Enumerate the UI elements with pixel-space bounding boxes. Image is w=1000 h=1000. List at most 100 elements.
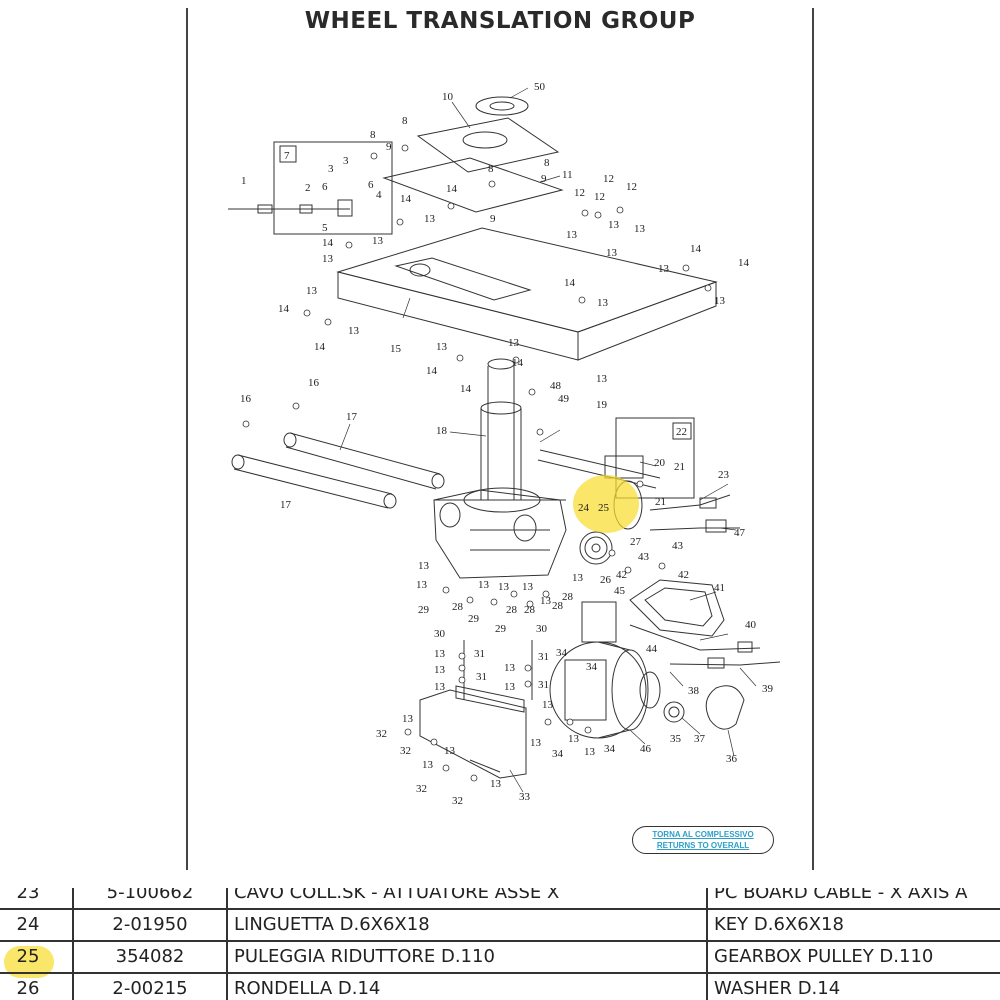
callout-30: 30 xyxy=(536,623,548,635)
callout-14: 14 xyxy=(278,303,290,315)
callout-13: 13 xyxy=(444,745,456,757)
callout-8: 8 xyxy=(488,163,494,175)
callout-31: 31 xyxy=(474,648,485,660)
callout-13: 13 xyxy=(306,285,318,297)
return-label-it: TORNA AL COMPLESSIVO xyxy=(652,830,754,839)
highlight-labels: 24 25 xyxy=(578,502,610,514)
column-divider xyxy=(226,888,228,1000)
column-divider xyxy=(72,888,74,1000)
callout-43: 43 xyxy=(638,551,650,563)
callout-13: 13 xyxy=(504,681,516,693)
callout-14: 14 xyxy=(400,193,412,205)
callout-27: 27 xyxy=(630,536,642,548)
part-number: 25 xyxy=(16,946,40,967)
callout-9: 9 xyxy=(541,173,547,185)
callout-13: 13 xyxy=(508,337,520,349)
callout-14: 14 xyxy=(690,243,702,255)
callout-14: 14 xyxy=(512,357,524,369)
callout-14: 14 xyxy=(314,341,326,353)
callout-14: 14 xyxy=(426,365,438,377)
callout-13: 13 xyxy=(434,681,446,693)
part-code: 5-100662 xyxy=(106,888,194,903)
callout-13: 13 xyxy=(372,235,384,247)
callout-45: 45 xyxy=(614,585,626,597)
callout-13: 13 xyxy=(566,229,578,241)
callout-13: 13 xyxy=(490,778,502,790)
callout-14: 14 xyxy=(738,257,750,269)
callout-37: 37 xyxy=(694,733,706,745)
callout-2: 2 xyxy=(305,182,311,194)
callout-50: 50 xyxy=(534,81,546,93)
callout-38: 38 xyxy=(688,685,700,697)
callout-13: 13 xyxy=(568,733,580,745)
callout-34: 34 xyxy=(556,647,568,659)
callout-5: 5 xyxy=(322,222,328,234)
callout-3: 3 xyxy=(343,155,349,167)
callout-28: 28 xyxy=(452,601,464,613)
callout-13: 13 xyxy=(436,341,448,353)
callout-13: 13 xyxy=(572,572,584,584)
part-desc-it: PULEGGIA RIDUTTORE D.110 xyxy=(234,946,495,967)
part-number: 23 xyxy=(16,888,40,903)
callout-39: 39 xyxy=(762,683,774,695)
callout-29: 29 xyxy=(418,604,430,616)
callout-28: 28 xyxy=(562,591,574,603)
callout-33: 33 xyxy=(519,791,531,803)
callout-36: 36 xyxy=(726,753,738,765)
callout-44: 44 xyxy=(646,643,658,655)
callout-19: 19 xyxy=(596,399,608,411)
callout-34: 34 xyxy=(586,661,598,673)
callout-31: 31 xyxy=(538,651,549,663)
table-row: 26 2-00215 RONDELLA D.14 WASHER D.14 xyxy=(0,974,1000,1000)
callout-21: 21 xyxy=(655,496,666,508)
callout-13: 13 xyxy=(416,579,428,591)
part-code: 2-01950 xyxy=(112,914,188,935)
callout-35: 35 xyxy=(670,733,682,745)
callout-28: 28 xyxy=(506,604,518,616)
callout-13: 13 xyxy=(634,223,646,235)
table-row: 24 2-01950 LINGUETTA D.6X6X18 KEY D.6X6X… xyxy=(0,910,1000,942)
callout-14: 14 xyxy=(322,237,334,249)
callout-13: 13 xyxy=(424,213,436,225)
callout-13: 13 xyxy=(542,699,554,711)
part-code: 354082 xyxy=(115,946,185,967)
callout-3: 3 xyxy=(328,163,334,175)
callout-32: 32 xyxy=(416,783,427,795)
callout-10: 10 xyxy=(442,91,454,103)
callout-34: 34 xyxy=(604,743,616,755)
callout-29: 29 xyxy=(495,623,507,635)
callout-13: 13 xyxy=(584,746,596,758)
callout-13: 13 xyxy=(418,560,430,572)
callout-14: 14 xyxy=(564,277,576,289)
parts-table: 23 5-100662 CAVO COLL.SK - ATTUATORE ASS… xyxy=(0,888,1000,1000)
callout-26: 26 xyxy=(600,574,612,586)
callout-13: 13 xyxy=(597,297,609,309)
page-frame xyxy=(186,8,814,870)
callout-20: 20 xyxy=(654,457,666,469)
callout-24: 24 xyxy=(578,502,590,514)
part-code: 2-00215 xyxy=(112,978,188,999)
callout-13: 13 xyxy=(608,219,620,231)
callout-9: 9 xyxy=(386,141,392,153)
callout-13: 13 xyxy=(434,648,446,660)
part-number: 24 xyxy=(16,914,40,935)
callout-13: 13 xyxy=(498,581,510,593)
return-to-overall-button[interactable]: TORNA AL COMPLESSIVO RETURNS TO OVERALL xyxy=(632,826,774,854)
callout-47: 47 xyxy=(734,527,746,539)
part-number: 26 xyxy=(16,978,40,999)
callout-12: 12 xyxy=(603,173,614,185)
callout-4: 4 xyxy=(376,189,382,201)
callout-8: 8 xyxy=(544,157,550,169)
callout-15: 15 xyxy=(390,343,402,355)
callout-31: 31 xyxy=(476,671,487,683)
callout-13: 13 xyxy=(714,295,726,307)
callout-28: 28 xyxy=(524,604,536,616)
callout-42: 42 xyxy=(616,569,627,581)
callout-7: 7 xyxy=(284,150,290,162)
callout-13: 13 xyxy=(522,581,534,593)
callout-18: 18 xyxy=(436,425,448,437)
table-row: 23 5-100662 CAVO COLL.SK - ATTUATORE ASS… xyxy=(0,888,1000,910)
callout-42: 42 xyxy=(678,569,689,581)
callout-34: 34 xyxy=(552,748,564,760)
callout-32: 32 xyxy=(400,745,411,757)
